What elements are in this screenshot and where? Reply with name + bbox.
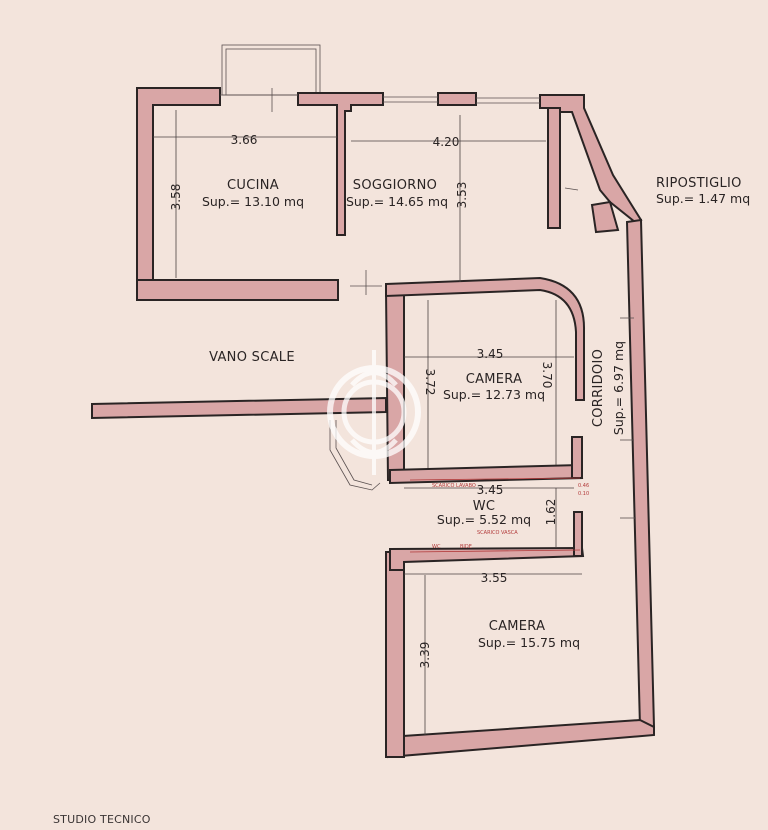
wc-note-dim-b: 0.10 [578, 491, 589, 497]
wc-note-scarico-lavabo: SCARICO LAVABO [432, 483, 476, 489]
camera1-area: Sup.= 12.73 mq [443, 387, 545, 402]
walls [91, 87, 656, 759]
plumbing-annotations: SCARICO LAVABO SCARICO VASCA 0.46 0.10 W… [409, 477, 589, 553]
cucina-width: 3.66 [231, 133, 258, 147]
room-corridoio: CORRIDOIO Sup.= 6.97 mq [591, 341, 626, 435]
wc-name: WC [473, 499, 496, 514]
soggiorno-width: 4.20 [433, 135, 460, 149]
soggiorno-height: 3.53 [455, 182, 469, 209]
wc-note-wc: WC [432, 544, 441, 550]
camera1-height-right: 3.70 [540, 362, 554, 389]
room-camera-1: CAMERA Sup.= 12.73 mq 3.45 3.72 3.70 [423, 347, 554, 402]
footer-studio-tecnico: STUDIO TECNICO [53, 813, 151, 826]
corridoio-area: Sup.= 6.97 mq [611, 341, 626, 435]
camera1-height-left: 3.72 [423, 369, 437, 396]
room-vano-scale: VANO SCALE [209, 350, 295, 365]
dimension-lines [153, 110, 582, 735]
room-ripostiglio: RIPOSTIGLIO Sup.= 1.47 mq [656, 176, 750, 206]
room-cucina: CUCINA Sup.= 13.10 mq 3.66 3.58 [169, 133, 304, 210]
camera2-width: 3.55 [481, 571, 508, 585]
camera1-name: CAMERA [466, 372, 523, 387]
wc-width: 3.45 [477, 483, 504, 497]
balcony-outline [221, 44, 321, 96]
camera2-name: CAMERA [489, 619, 546, 634]
cucina-height: 3.58 [169, 184, 183, 211]
ripostiglio-name: RIPOSTIGLIO [656, 176, 742, 191]
camera2-height: 3.39 [418, 642, 432, 669]
ripostiglio-area: Sup.= 1.47 mq [656, 191, 750, 206]
ornamental-monogram-logo [327, 350, 421, 475]
room-wc: 3.45 WC Sup.= 5.52 mq 1.62 [437, 483, 558, 527]
wc-area: Sup.= 5.52 mq [437, 512, 531, 527]
corridoio-name: CORRIDOIO [591, 349, 606, 427]
camera2-area: Sup.= 15.75 mq [478, 635, 580, 650]
wc-height: 1.62 [544, 499, 558, 526]
vano-scale-name: VANO SCALE [209, 350, 295, 365]
wc-note-dim-a: 0.46 [578, 483, 589, 489]
room-camera-2: 3.55 CAMERA Sup.= 15.75 mq 3.39 [418, 571, 580, 668]
soggiorno-name: SOGGIORNO [353, 178, 437, 193]
cucina-area: Sup.= 13.10 mq [202, 194, 304, 209]
room-soggiorno: SOGGIORNO Sup.= 14.65 mq 4.20 3.53 [346, 135, 469, 209]
wc-note-scarico-vasca: SCARICO VASCA [477, 530, 518, 536]
soggiorno-area: Sup.= 14.65 mq [346, 194, 448, 209]
plan-details [220, 88, 636, 519]
cucina-name: CUCINA [227, 178, 279, 193]
wc-note-bide: BIDE [460, 544, 472, 550]
camera1-width: 3.45 [477, 347, 504, 361]
